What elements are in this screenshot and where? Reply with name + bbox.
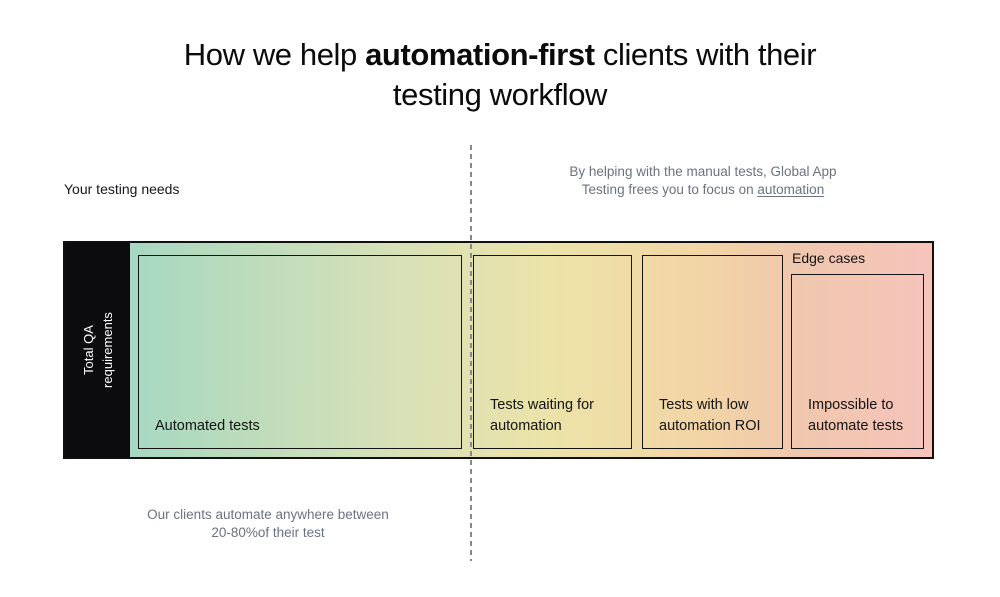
dashed-divider-line: [470, 145, 472, 561]
total-qa-axis-label: Total QA requirements: [79, 312, 117, 388]
bottom-caption-line1: Our clients automate anywhere between: [147, 507, 389, 522]
your-testing-needs-label: Your testing needs: [64, 181, 180, 197]
title-text-bold: automation-first: [365, 37, 595, 72]
segment-tests-waiting-for-automation: Tests waiting for automation: [473, 255, 632, 449]
segment-label: Automated tests: [155, 417, 260, 434]
axis-label-line2: requirements: [99, 312, 115, 388]
edge-cases-label: Edge cases: [792, 250, 866, 266]
qa-requirements-bar: Total QA requirements Edge cases Automat…: [63, 241, 934, 459]
automation-link[interactable]: automation: [757, 181, 825, 197]
axis-label-line1: Total QA: [80, 325, 96, 375]
title-line2: testing workflow: [392, 77, 608, 112]
segment-tests-with-low-automation-roi: Tests with low automation ROI: [642, 255, 783, 449]
title-text-pre: How we help: [183, 37, 366, 72]
page-title: How we help automation-first clients wit…: [0, 35, 1000, 115]
segment-impossible-to-automate-tests: Impossible to automate tests: [791, 274, 924, 449]
bottom-caption: Our clients automate anywhere between 20…: [100, 506, 436, 541]
gradient-bar-area: Edge cases Automated tests Tests waiting…: [130, 243, 932, 457]
title-line1: How we help automation-first clients wit…: [183, 37, 817, 72]
right-caption-line1: By helping with the manual tests, Global…: [569, 164, 837, 179]
bottom-caption-line2: 20-80%of their test: [211, 524, 325, 540]
segment-automated-tests: Automated tests: [138, 255, 462, 449]
right-caption-line2: Testing frees you to focus on automation: [540, 181, 866, 199]
right-caption-line2-text: Testing frees you to focus on: [581, 181, 758, 197]
title-text-post: clients with their: [594, 37, 817, 72]
segment-label: Tests waiting for automation: [490, 397, 594, 434]
segment-label: Impossible to automate tests: [808, 397, 904, 434]
total-qa-axis-box: Total QA requirements: [65, 243, 130, 457]
segment-label: Tests with low automation ROI: [659, 397, 761, 434]
right-caption: By helping with the manual tests, Global…: [540, 163, 866, 198]
